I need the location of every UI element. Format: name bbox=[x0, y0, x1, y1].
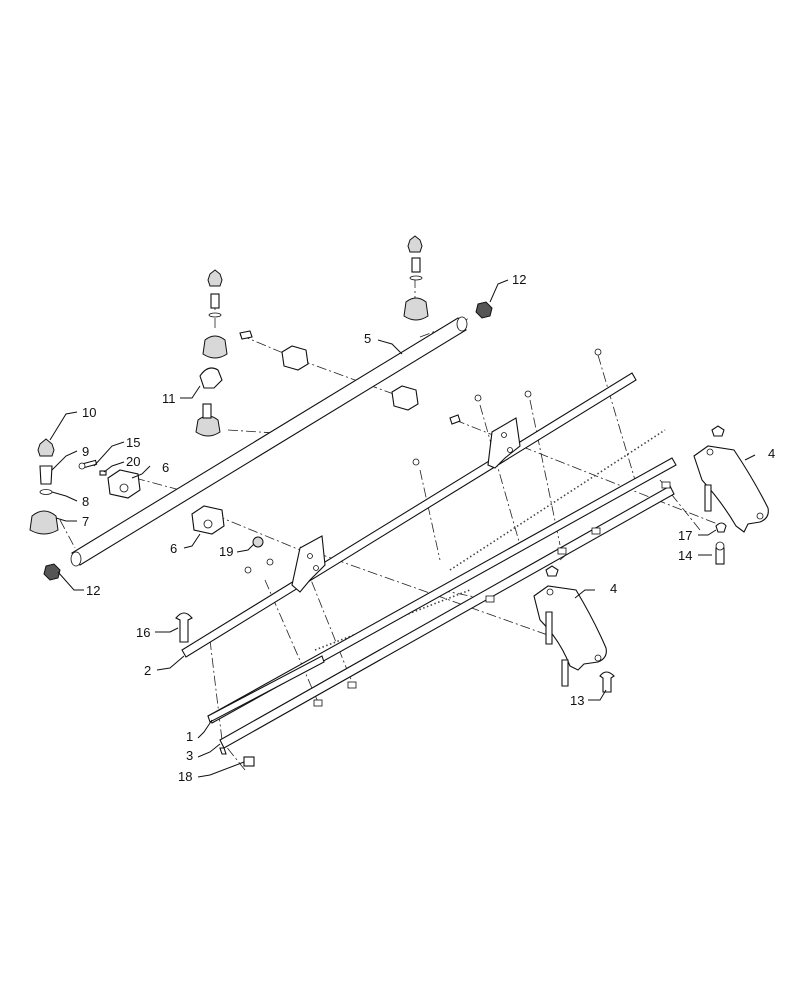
bar-bracket-right bbox=[487, 417, 521, 469]
elbow-fitting-part-11 bbox=[195, 367, 223, 437]
callout-9: 9 bbox=[82, 444, 89, 459]
channel-part-3 bbox=[219, 485, 675, 755]
callout-19: 19 bbox=[219, 544, 233, 559]
callout-15: 15 bbox=[126, 435, 140, 450]
hole-pattern-lines bbox=[314, 429, 666, 651]
callout-17: 17 bbox=[678, 528, 692, 543]
callout-6-lower: 6 bbox=[170, 541, 177, 556]
callout-labels: 1 2 3 4 4 5 6 6 7 8 9 10 11 12 12 13 14 … bbox=[82, 272, 775, 784]
callout-4-left: 4 bbox=[610, 581, 617, 596]
clamp-upper-right bbox=[281, 345, 419, 411]
callout-20: 20 bbox=[126, 454, 140, 469]
nut-part-19 bbox=[252, 536, 264, 548]
bar-part-1 bbox=[207, 457, 677, 724]
strainer-part-9 bbox=[39, 465, 53, 485]
callout-8: 8 bbox=[82, 494, 89, 509]
tube-part-5 bbox=[70, 316, 468, 567]
bolt-part-14 bbox=[715, 541, 725, 565]
bolt-part-15 bbox=[78, 459, 98, 470]
end-plug-part-12-lower bbox=[43, 563, 61, 581]
clamp-part-6-lower bbox=[191, 505, 225, 535]
callout-13: 13 bbox=[570, 693, 584, 708]
callout-5: 5 bbox=[364, 331, 371, 346]
callout-4-right: 4 bbox=[768, 446, 775, 461]
nozzle-assembly-top-left bbox=[202, 269, 228, 359]
nozzle-cap-part-10 bbox=[37, 438, 55, 457]
clamp-part-6-upper bbox=[107, 469, 141, 499]
callout-10: 10 bbox=[82, 405, 96, 420]
callout-12-upper: 12 bbox=[512, 272, 526, 287]
small-fasteners bbox=[239, 330, 671, 707]
mount-bracket-part-4-right bbox=[693, 425, 769, 533]
nozzle-body-part-7 bbox=[29, 510, 59, 535]
callout-18: 18 bbox=[178, 769, 192, 784]
nut-part-20 bbox=[99, 470, 107, 476]
callout-1: 1 bbox=[186, 729, 193, 744]
callout-6-upper: 6 bbox=[162, 460, 169, 475]
cap-part-18 bbox=[243, 756, 255, 767]
bar-part-2 bbox=[181, 372, 637, 658]
end-plug-part-12-upper bbox=[475, 301, 493, 319]
callout-11: 11 bbox=[162, 391, 176, 406]
leader-lines bbox=[49, 279, 756, 778]
mount-bracket-part-4-left bbox=[533, 565, 607, 687]
nozzle-assembly-top-right bbox=[403, 235, 429, 321]
callout-7: 7 bbox=[82, 514, 89, 529]
clip-part-17 bbox=[715, 522, 727, 533]
carriage-bolt-part-16 bbox=[175, 612, 193, 643]
callout-12-lower: 12 bbox=[86, 583, 100, 598]
callout-16: 16 bbox=[136, 625, 150, 640]
callout-3: 3 bbox=[186, 748, 193, 763]
bar-bracket-left bbox=[291, 535, 326, 593]
bolt-part-13 bbox=[599, 671, 615, 693]
callout-14: 14 bbox=[678, 548, 692, 563]
gasket-part-8 bbox=[39, 489, 53, 495]
callout-2: 2 bbox=[144, 663, 151, 678]
